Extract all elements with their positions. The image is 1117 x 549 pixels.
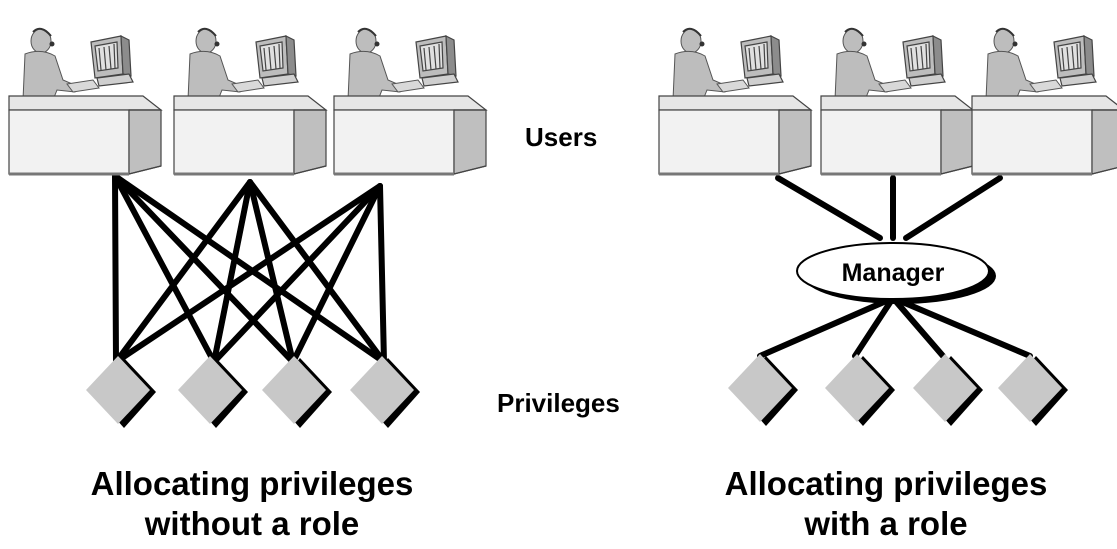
user-workstation-icon [332, 27, 488, 176]
edge-line [890, 295, 1033, 359]
left-caption-line1: Allocating privileges [90, 465, 414, 502]
right-caption-line1: Allocating privileges [724, 465, 1048, 502]
privilege-diamond-icon [825, 354, 895, 426]
privilege-diamond-icon [998, 354, 1068, 426]
role-label: Manager [842, 259, 945, 287]
user-workstation-icon [819, 27, 975, 176]
privilege-diamond-icon [86, 356, 156, 428]
left-caption: Allocating privileges without a role [42, 464, 462, 544]
privilege-diamond-icon [728, 354, 798, 426]
edge-line [290, 183, 383, 365]
edge-line [112, 173, 217, 365]
users-label: Users [525, 122, 598, 152]
left-connection-lines [112, 173, 387, 365]
edge-line [757, 295, 896, 359]
edge-line [113, 179, 253, 365]
privileges-label: Privileges [497, 388, 620, 418]
privilege-diamond-icon [262, 356, 332, 428]
privilege-diamond-icon [350, 356, 420, 428]
edge-line [112, 173, 296, 365]
right-caption-line2: with a role [804, 505, 968, 542]
edge-line [211, 179, 253, 365]
edge-line [775, 175, 883, 241]
edge-line [211, 183, 383, 365]
edge-line [852, 295, 896, 359]
left-caption-line2: without a role [144, 505, 360, 542]
edge-line [890, 295, 946, 359]
edge-line [247, 179, 296, 365]
role-node: Manager [796, 242, 996, 304]
privilege-diamond-icon [178, 356, 248, 428]
user-workstation-icon [172, 27, 328, 176]
edge-line [377, 183, 387, 365]
user-workstation-icon [657, 27, 813, 176]
edge-line [113, 183, 383, 365]
edge-line [112, 173, 387, 365]
edge-line [247, 179, 387, 365]
user-workstation-icon [7, 27, 163, 176]
right-role-privilege-lines [757, 295, 1033, 359]
edge-line [903, 175, 1003, 241]
user-workstation-icon [970, 27, 1117, 176]
right-caption: Allocating privileges with a role [676, 464, 1096, 544]
right-user-role-lines [775, 175, 1003, 241]
privilege-diamond-icon [913, 354, 983, 426]
edge-line [112, 173, 119, 365]
